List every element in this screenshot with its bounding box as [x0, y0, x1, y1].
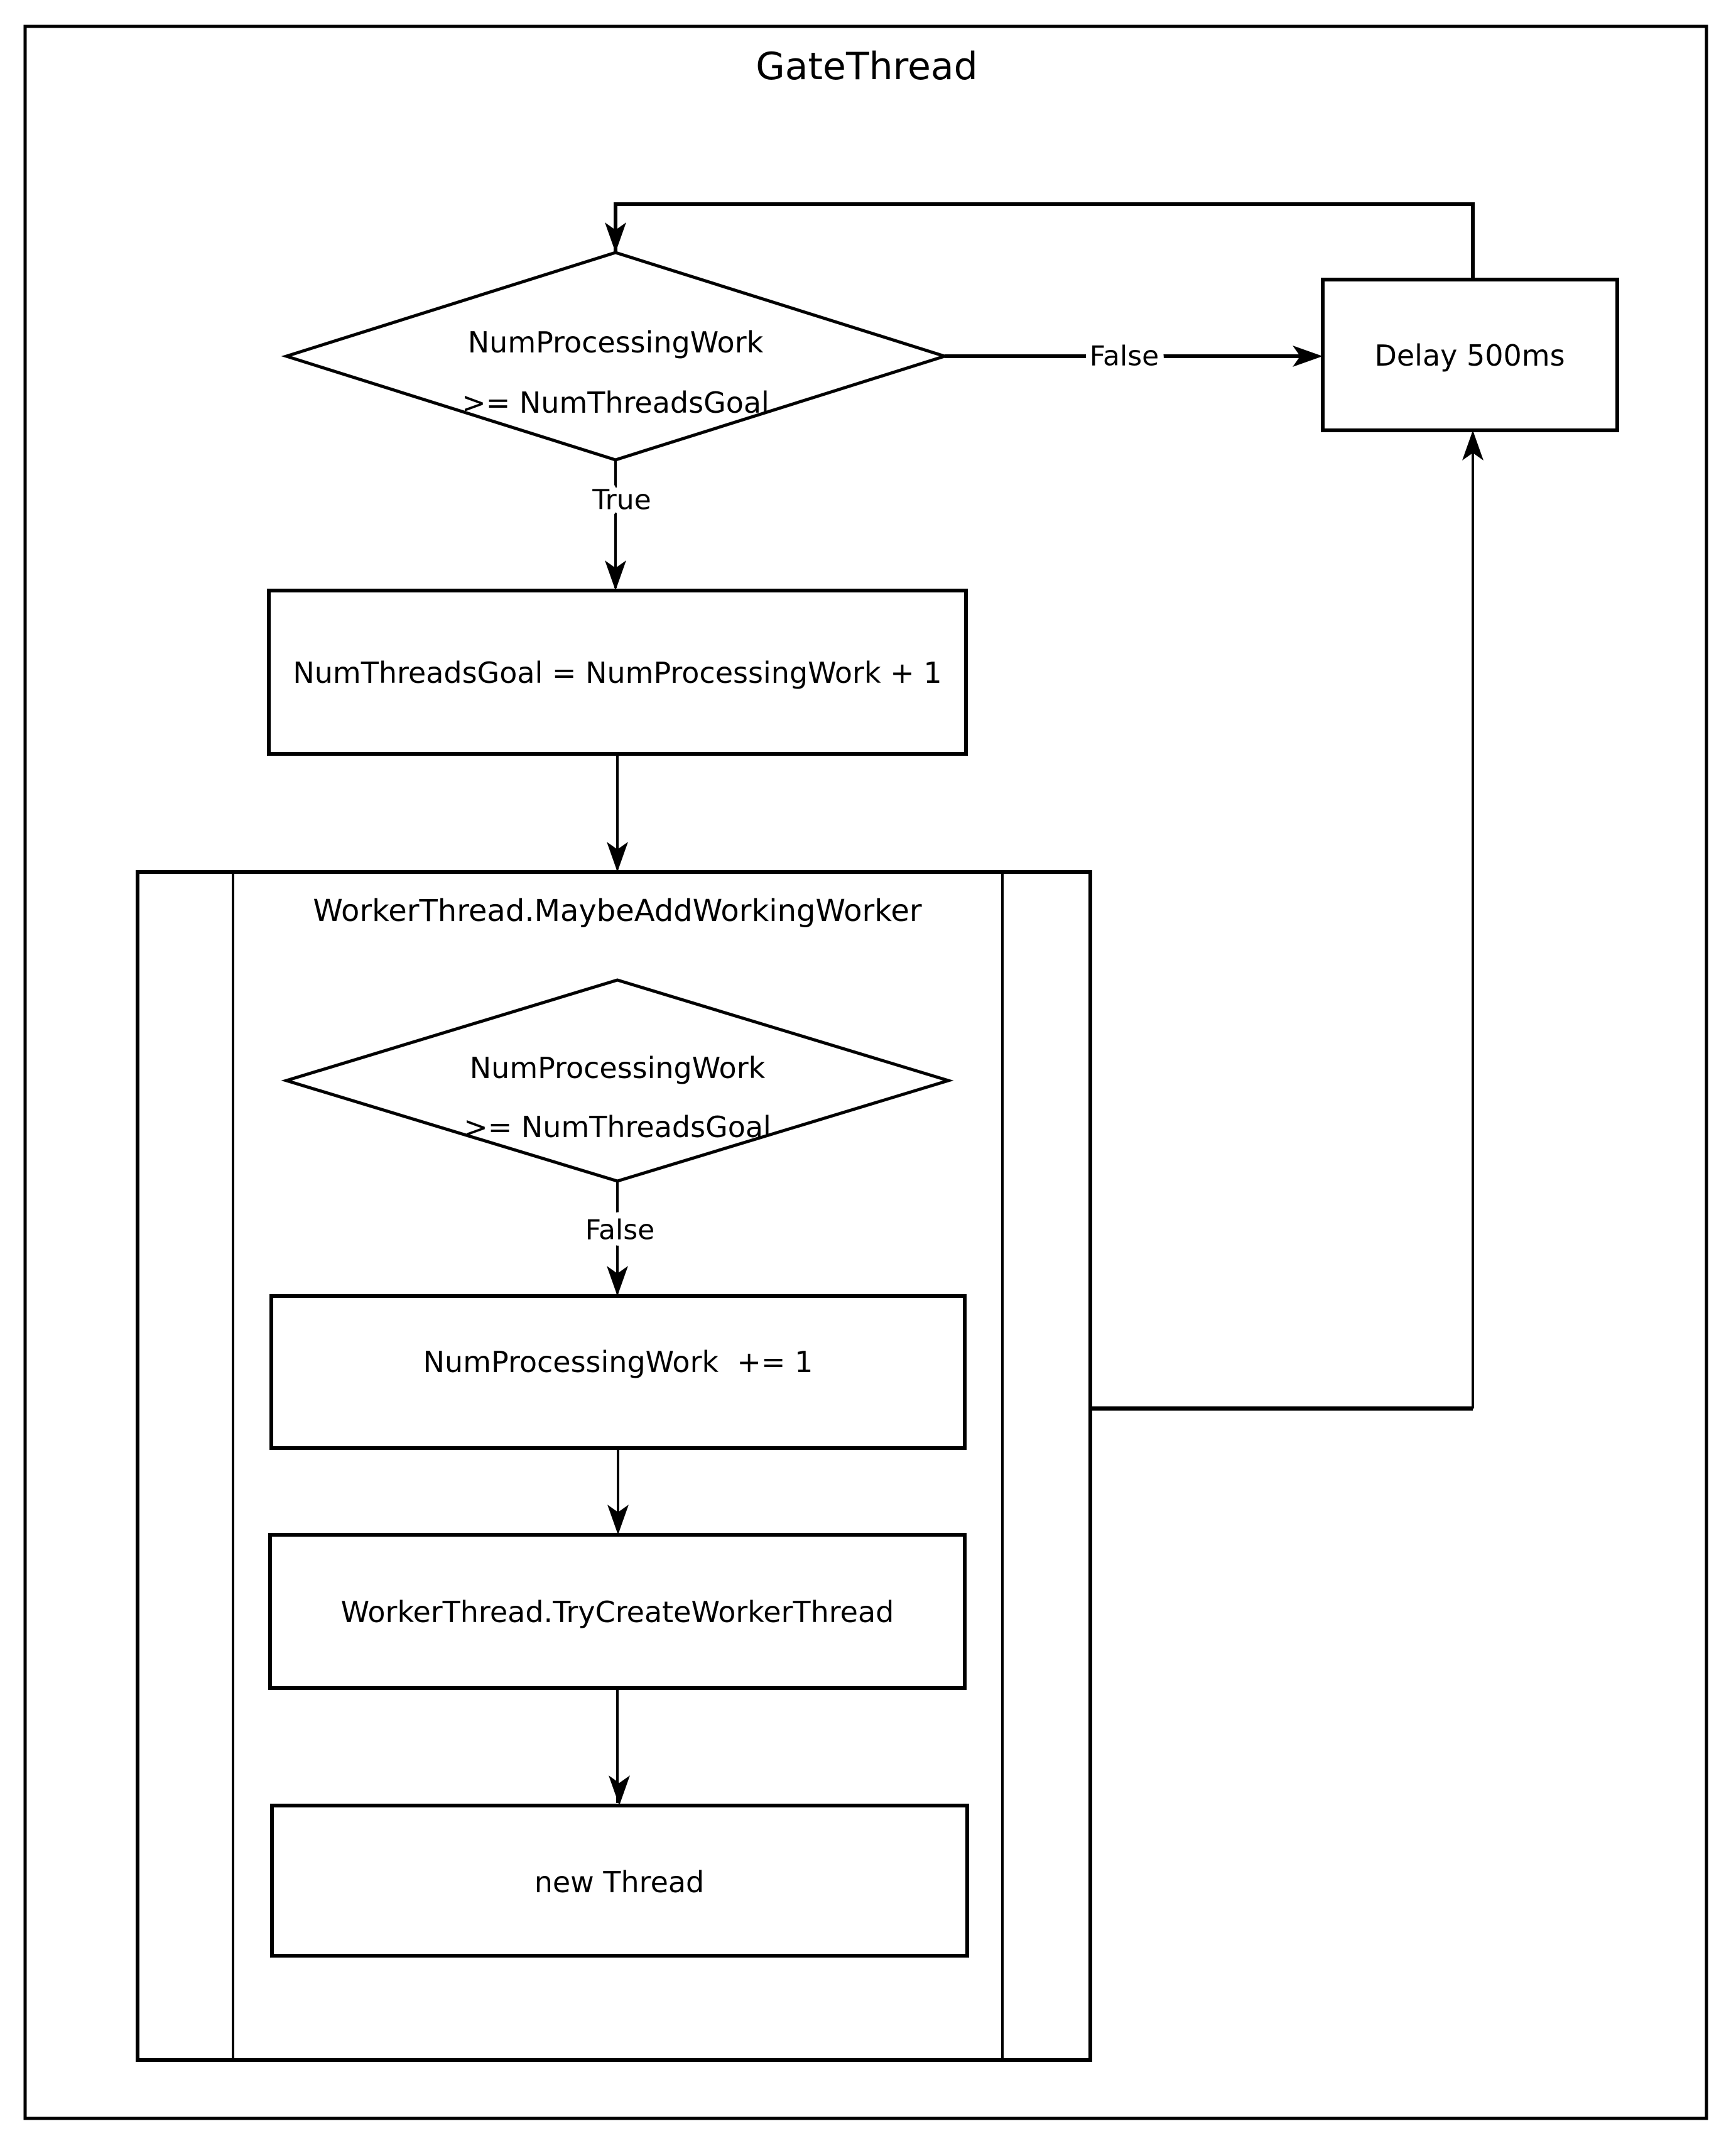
decision2-false-label: False — [585, 1214, 654, 1246]
arrowhead-into-assign — [605, 560, 626, 591]
page-title: GateThread — [756, 45, 978, 89]
trycreate-box — [268, 1533, 967, 1690]
newthread-node: new Thread — [270, 1804, 969, 1958]
assign-box — [267, 589, 968, 756]
decision1-text-line1: NumProcessingWork — [468, 325, 764, 359]
arrowhead-into-decision1 — [605, 222, 626, 253]
edge-loop-back — [614, 202, 1475, 280]
decision1-false-label: False — [1090, 341, 1159, 373]
increment-label: NumProcessingWork += 1 — [423, 1345, 813, 1379]
newthread-label: new Thread — [534, 1865, 705, 1899]
decision1-text-line2: >= NumThreadsGoal — [462, 386, 769, 420]
increment-box — [269, 1294, 967, 1450]
decision2-diamond — [281, 978, 954, 1183]
decision2-text-line2: >= NumThreadsGoal — [464, 1110, 771, 1144]
arrowhead-into-increment — [607, 1266, 628, 1296]
decision1-true-label: True — [592, 484, 651, 516]
subroutine-title: WorkerThread.MaybeAddWorkingWorker — [313, 893, 922, 929]
newthread-box — [270, 1804, 969, 1958]
assign-node: NumThreadsGoal = NumProcessingWork + 1 — [267, 589, 968, 756]
delay-node: Delay 500ms — [1321, 278, 1619, 432]
delay-label: Delay 500ms — [1374, 339, 1565, 373]
decision1-node: NumProcessingWork >= NumThreadsGoal — [281, 251, 950, 462]
arrowhead-into-trycreate — [607, 1505, 629, 1535]
trycreate-node: WorkerThread.TryCreateWorkerThread — [268, 1533, 967, 1690]
decision2-node: NumProcessingWork >= NumThreadsGoal — [281, 978, 954, 1183]
arrowhead-into-newthread — [609, 1775, 630, 1806]
decision2-text-line1: NumProcessingWork — [470, 1051, 766, 1085]
arrowhead-into-subroutine — [607, 842, 628, 872]
delay-box — [1321, 278, 1619, 432]
assign-label: NumThreadsGoal = NumProcessingWork + 1 — [293, 656, 941, 690]
arrowhead-into-delay-left — [1293, 346, 1323, 367]
increment-node: NumProcessingWork += 1 — [269, 1294, 967, 1450]
arrowhead-into-delay-bottom — [1462, 430, 1484, 460]
decision1-diamond — [281, 251, 950, 462]
trycreate-label: WorkerThread.TryCreateWorkerThread — [341, 1595, 894, 1629]
